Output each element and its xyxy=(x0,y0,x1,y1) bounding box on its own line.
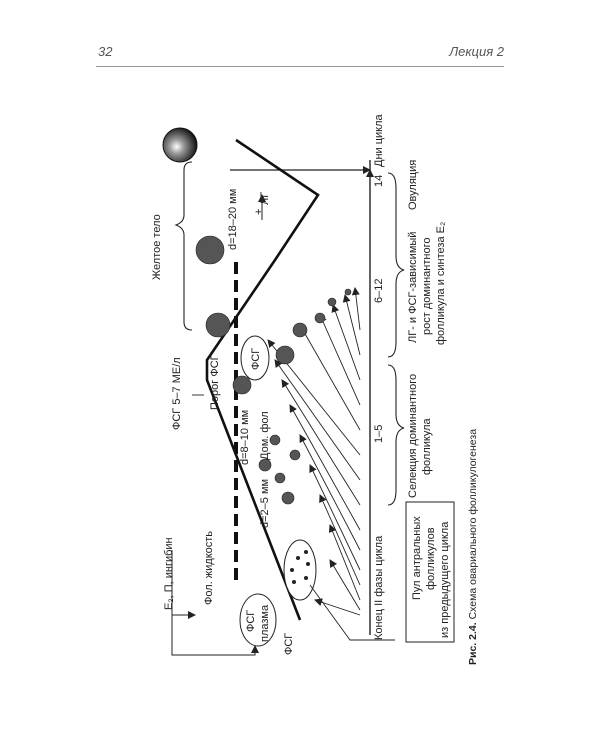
large-follicle-size-label: d=18–20 мм xyxy=(227,189,239,250)
yellow-body-label: Желтое тело xyxy=(151,214,163,280)
pool-label-3: из предыдущего цикла xyxy=(439,521,451,638)
fsh-plasma-label-2: плазма xyxy=(259,604,271,642)
lh-plus: + xyxy=(253,209,265,215)
brace-selection xyxy=(387,364,405,506)
growing-follicle-4 xyxy=(327,297,337,307)
day-label-14: 14 xyxy=(373,175,385,187)
dominant-follicle-label: Дом. фол xyxy=(259,411,271,460)
day-label-end: Конец II фазы цикла xyxy=(373,535,385,640)
dominant-follicle-size-label: d=8–10 мм xyxy=(239,410,251,465)
caption-label: Рис. 2.4. xyxy=(467,622,479,665)
fsh-threshold-label: Порог ФСГ xyxy=(209,354,221,410)
figure-caption: Рис. 2.4. Схема овариального фолликулоге… xyxy=(467,429,479,665)
lh-label: ЛГ xyxy=(259,192,271,205)
growing-follicle-5 xyxy=(344,288,352,296)
fsh-plasma-label-1: ФСГ xyxy=(245,610,257,632)
phase-growth-label-2: рост доминантного xyxy=(421,238,433,335)
running-header: Лекция 2 xyxy=(449,44,504,59)
phase-growth-label-1: ЛГ- и ФСГ-зависимый xyxy=(407,232,419,343)
growing-follicle-1 xyxy=(275,345,295,365)
antral-pool xyxy=(283,539,317,601)
pool-label-2: фолликулов xyxy=(425,527,437,590)
fsh-level-label: ФСГ 5–7 МЕ/л xyxy=(171,357,183,430)
small-follicles xyxy=(258,434,301,505)
dominant-follicle-1 xyxy=(232,375,252,395)
fsh-curve xyxy=(205,138,320,621)
ovulation-label: Овуляция xyxy=(407,160,419,210)
antral-pool-box xyxy=(405,501,455,643)
large-follicle-2 xyxy=(195,235,225,265)
day-label-1-5: 1–5 xyxy=(373,425,385,443)
growing-follicle-2 xyxy=(292,322,308,338)
day-label-6-12: 6–12 xyxy=(373,279,385,303)
feedback-loop xyxy=(171,550,259,656)
brace-large-follicles xyxy=(174,161,193,331)
large-follicle-1 xyxy=(205,312,231,338)
antral-pool-dots xyxy=(290,550,310,584)
pool-label-1: Пул антральных xyxy=(411,516,423,600)
fsh-bubble-label: ФСГ xyxy=(250,348,262,370)
fsh-bubble xyxy=(240,335,270,381)
phase-growth-label-3: фолликула и синтеза E₂ xyxy=(435,222,447,345)
caption-text: Схема овариального фолликулогенеза xyxy=(467,429,479,623)
brace-growth xyxy=(387,172,405,358)
fsh-label: ФСГ xyxy=(283,633,295,655)
cycle-days-label: Дни цикла xyxy=(373,113,385,167)
growing-follicle-3 xyxy=(314,312,326,324)
e2-p-inhibin-label: E₂, П, ингибин xyxy=(163,537,175,610)
small-follicle-size-label: d=2–5 мм xyxy=(259,479,271,528)
pool-connector xyxy=(309,584,395,641)
phase-selection-label: Селекция доминантного xyxy=(407,374,419,498)
page-number: 32 xyxy=(98,44,113,59)
phase-selection-label-2: фолликула xyxy=(421,417,433,475)
corpus-luteum-icon xyxy=(162,127,198,163)
header-rule xyxy=(96,66,504,67)
follicle-fluid-label: Фол. жидкость xyxy=(203,531,215,605)
